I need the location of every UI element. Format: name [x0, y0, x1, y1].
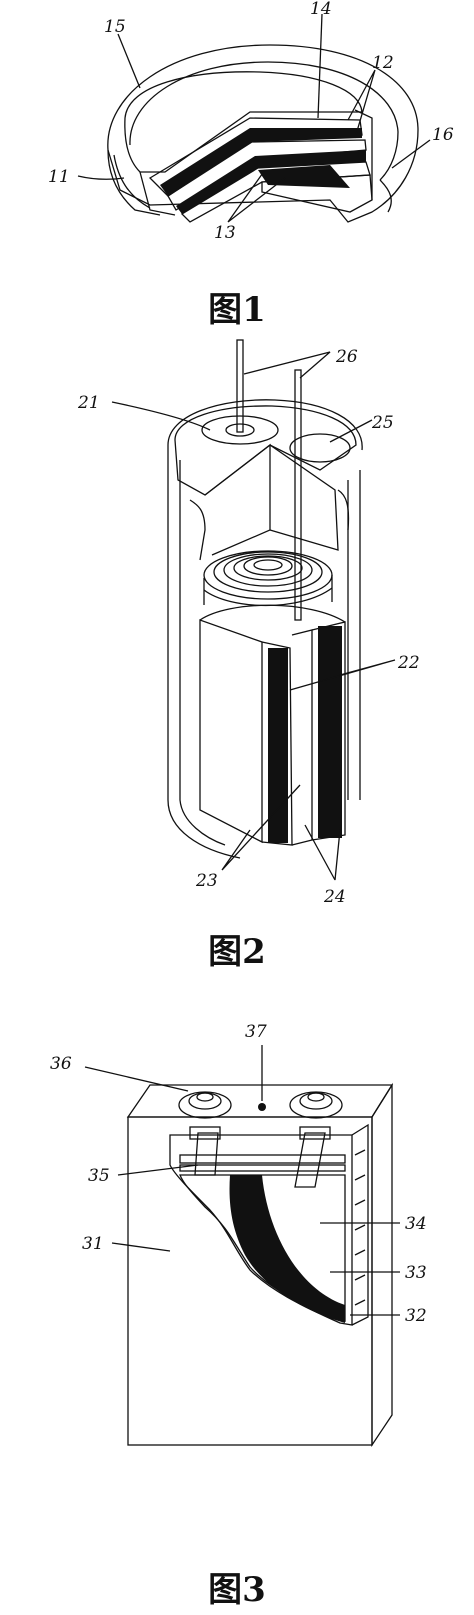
- label-31: 31: [82, 1234, 104, 1254]
- label-11: 11: [48, 167, 70, 187]
- cutaway-interior: [169, 1123, 369, 1326]
- leader-31: [111, 1242, 171, 1252]
- label-32: 32: [405, 1306, 427, 1326]
- caption-figure-1: 图1: [208, 290, 266, 330]
- prismatic-cell-drawing: 36 37 35 34 33 32 31: [50, 1022, 427, 1448]
- label-23: 23: [195, 871, 218, 891]
- cylindrical-cell-drawing: 21 26 25 22 23 24: [77, 339, 420, 907]
- cell-case: [126, 1082, 394, 1448]
- leader-23: [221, 784, 301, 871]
- label-24: 24: [323, 887, 346, 907]
- spiral-winding: [203, 550, 333, 607]
- terminal-right: [289, 1091, 343, 1119]
- top-cap: [174, 405, 357, 496]
- leader-16: [391, 139, 431, 169]
- coin-cell-drawing: 11 14 12 13 16 15: [48, 0, 454, 243]
- label-15: 15: [104, 17, 126, 37]
- label-21: 21: [77, 393, 100, 413]
- label-35: 35: [88, 1166, 110, 1186]
- figure-1: 11 14 12 13 16 15: [0, 0, 474, 280]
- terminal-left: [236, 339, 244, 433]
- label-37: 37: [245, 1022, 267, 1042]
- current-collector-tabs: [179, 1126, 346, 1188]
- label-34: 34: [405, 1214, 427, 1234]
- electrode-stack: [148, 117, 373, 223]
- caption-figure-3: 图3: [208, 1570, 266, 1610]
- leader-21: [111, 401, 211, 431]
- electrode-sheets: [199, 604, 346, 846]
- leader-14: [317, 13, 323, 119]
- label-26: 26: [335, 347, 358, 367]
- figure-3: 36 37 35 34 33 32 31: [0, 1005, 474, 1545]
- leader-24: [304, 824, 341, 881]
- terminal-right: [294, 369, 302, 621]
- label-13: 13: [214, 223, 236, 243]
- vent-hole: [258, 1103, 266, 1111]
- leader-13: [227, 169, 286, 223]
- label-22: 22: [397, 653, 420, 673]
- leader-11: [77, 175, 125, 180]
- top-cap: [124, 71, 363, 173]
- leader-26: [243, 351, 331, 379]
- leader-15: [117, 33, 141, 89]
- caption-figure-2: 图2: [208, 932, 266, 972]
- label-12: 12: [372, 53, 394, 73]
- cell-can: [167, 399, 363, 859]
- terminal-left: [178, 1091, 232, 1119]
- label-36: 36: [50, 1054, 72, 1074]
- leader-25: [329, 419, 373, 443]
- leader-12: [347, 69, 376, 139]
- leader-36: [84, 1066, 189, 1092]
- label-14: 14: [310, 0, 332, 19]
- label-16: 16: [432, 125, 454, 145]
- leader-22: [289, 659, 396, 691]
- label-25: 25: [371, 413, 394, 433]
- leader-35: [117, 1164, 199, 1176]
- coin-cell-case: [107, 44, 419, 223]
- figure-2: 21 26 25 22 23 24: [0, 330, 474, 920]
- label-33: 33: [405, 1263, 427, 1283]
